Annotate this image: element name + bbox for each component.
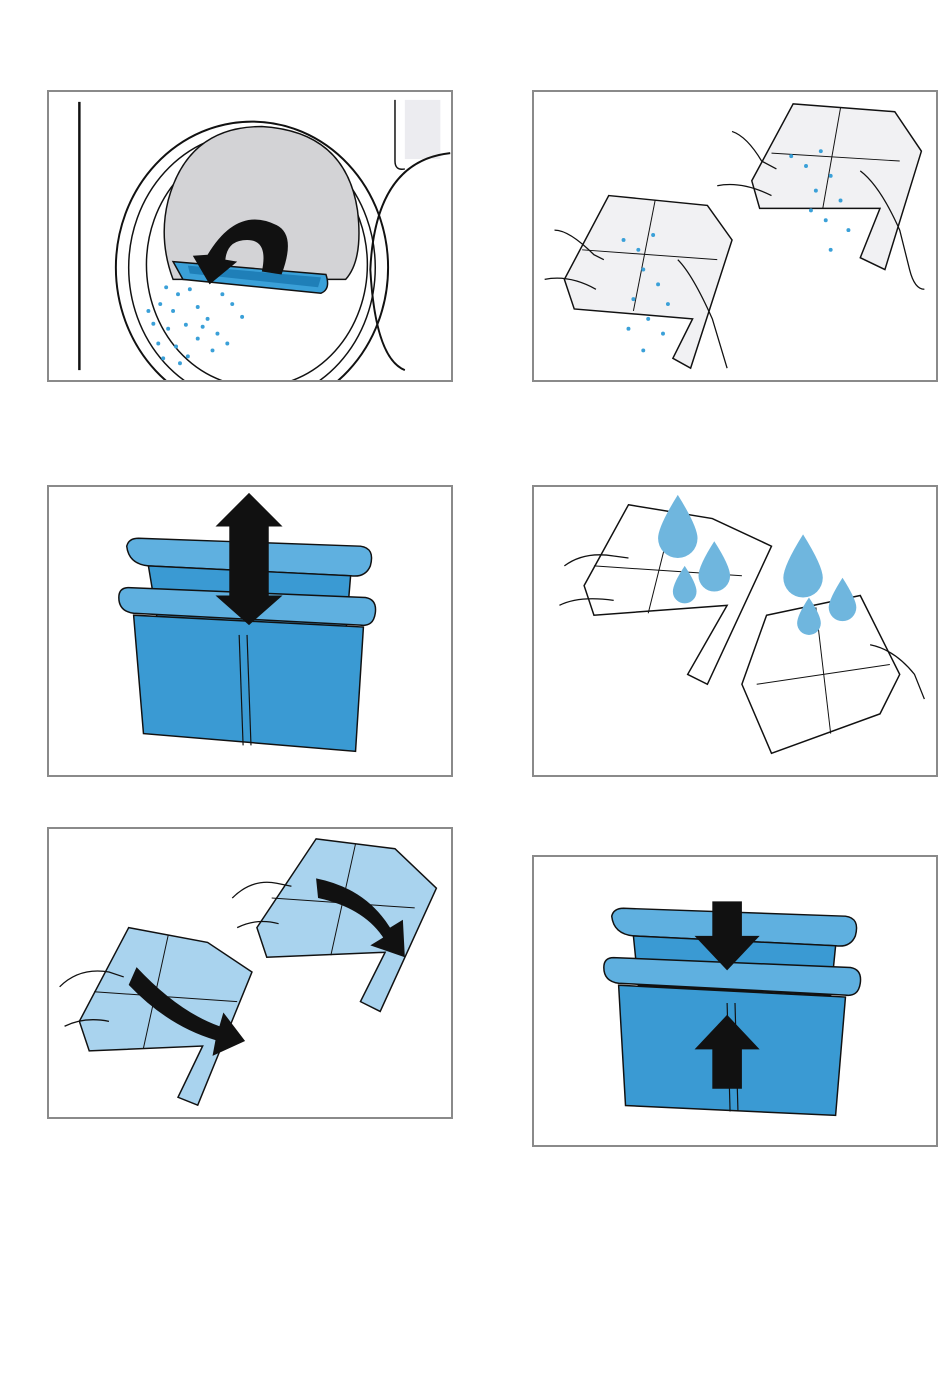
illustration-rinse-filter xyxy=(532,485,938,777)
illustration-fold-filter xyxy=(47,827,453,1119)
open-filter-illustration xyxy=(534,92,936,380)
filter-rinse-illustration xyxy=(534,487,936,775)
filter-pull-illustration xyxy=(49,487,451,775)
illustration-shake-out-filter xyxy=(532,90,938,382)
filter-insert-illustration xyxy=(534,857,936,1145)
illustration-remove-fluff xyxy=(47,90,453,382)
illustration-reinsert-filter xyxy=(532,855,938,1147)
filter-fold-illustration xyxy=(49,829,451,1117)
dryer-door-illustration xyxy=(49,92,451,380)
illustration-pull-apart-filter xyxy=(47,485,453,777)
